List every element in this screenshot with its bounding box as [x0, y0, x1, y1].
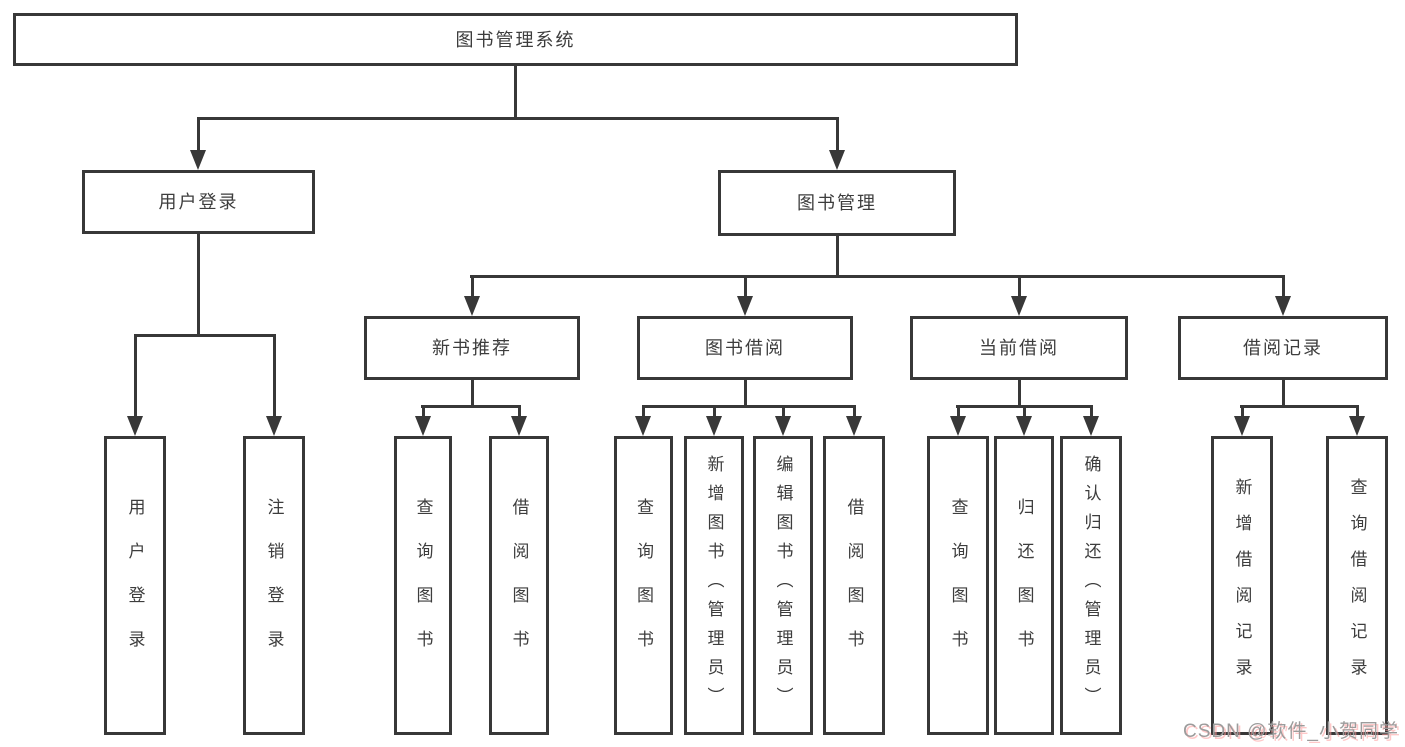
leaf-confirm-return-admin: 确认归还（管理员）: [1060, 436, 1122, 735]
connector-line: [470, 275, 1285, 278]
connector-line: [1023, 405, 1026, 418]
leaf-query-books-current-label: 查询图书: [948, 497, 968, 674]
arrow-down-icon: [511, 416, 527, 436]
arrow-down-icon: [127, 416, 143, 436]
arrow-down-icon: [706, 416, 722, 436]
leaf-borrow-books-recommend: 借阅图书: [489, 436, 549, 735]
leaf-user-login: 用户登录: [104, 436, 166, 735]
connector-line: [957, 405, 960, 418]
csdn-watermark: CSDN @软件_小贺同学: [1183, 721, 1399, 742]
leaf-add-books-admin: 新增图书（管理员）: [684, 436, 744, 735]
leaf-confirm-return-admin-label: 确认归还（管理员）: [1081, 455, 1101, 716]
arrow-down-icon: [1275, 296, 1291, 316]
connector-line: [744, 378, 747, 408]
connector-line: [642, 405, 856, 408]
node-new-book-recommend: 新书推荐: [364, 316, 580, 380]
connector-line: [1240, 405, 1359, 408]
connector-line: [197, 232, 200, 337]
leaf-logout-label: 注销登录: [264, 497, 284, 674]
node-new-book-recommend-label: 新书推荐: [432, 338, 512, 358]
leaf-query-borrow-record: 查询借阅记录: [1326, 436, 1388, 735]
connector-line: [197, 117, 839, 120]
connector-line: [1282, 378, 1285, 408]
arrow-down-icon: [266, 416, 282, 436]
arrow-down-icon: [775, 416, 791, 436]
arrow-down-icon: [1016, 416, 1032, 436]
node-root: 图书管理系统: [13, 13, 1018, 66]
connector-line: [1018, 275, 1021, 298]
connector-line: [836, 234, 839, 278]
leaf-query-books-recommend: 查询图书: [394, 436, 452, 735]
connector-line: [471, 378, 474, 408]
leaf-logout: 注销登录: [243, 436, 305, 735]
connector-line: [134, 334, 137, 418]
connector-line: [744, 275, 747, 298]
node-user-login: 用户登录: [82, 170, 315, 234]
leaf-edit-books-admin-label: 编辑图书（管理员）: [773, 455, 793, 716]
leaf-query-books-current: 查询图书: [927, 436, 989, 735]
connector-line: [1241, 405, 1244, 418]
node-current-borrowing-label: 当前借阅: [979, 338, 1059, 358]
connector-line: [836, 117, 839, 152]
leaf-query-borrow-record-label: 查询借阅记录: [1347, 477, 1367, 694]
arrow-down-icon: [1234, 416, 1250, 436]
connector-line: [642, 405, 645, 418]
connector-line: [782, 405, 785, 418]
connector-line: [853, 405, 856, 418]
connector-line: [273, 334, 276, 418]
node-root-label: 图书管理系统: [455, 29, 576, 50]
arrow-down-icon: [415, 416, 431, 436]
leaf-add-books-admin-label: 新增图书（管理员）: [704, 455, 724, 716]
arrow-down-icon: [950, 416, 966, 436]
connector-line: [422, 405, 425, 418]
arrow-down-icon: [737, 296, 753, 316]
leaf-query-books-borrowing-label: 查询图书: [634, 497, 653, 674]
leaf-query-books-recommend-label: 查询图书: [413, 497, 433, 674]
connector-line: [1356, 405, 1359, 418]
leaf-user-login-label: 用户登录: [125, 497, 145, 674]
arrow-down-icon: [190, 150, 206, 170]
connector-line: [471, 275, 474, 298]
connector-line: [514, 64, 517, 120]
leaf-add-borrow-record: 新增借阅记录: [1211, 436, 1273, 735]
node-book-management: 图书管理: [718, 170, 956, 236]
node-current-borrowing: 当前借阅: [910, 316, 1128, 380]
leaf-return-books-label: 归还图书: [1014, 497, 1034, 674]
leaf-query-books-borrowing: 查询图书: [614, 436, 673, 735]
arrow-down-icon: [635, 416, 651, 436]
node-book-management-label: 图书管理: [797, 193, 877, 213]
node-borrowing-records: 借阅记录: [1178, 316, 1388, 380]
arrow-down-icon: [829, 150, 845, 170]
arrow-down-icon: [1083, 416, 1099, 436]
leaf-return-books: 归还图书: [994, 436, 1054, 735]
node-user-login-label: 用户登录: [158, 192, 239, 212]
node-book-borrowing-label: 图书借阅: [705, 338, 785, 358]
connector-line: [1282, 275, 1285, 298]
arrow-down-icon: [1349, 416, 1365, 436]
arrow-down-icon: [464, 296, 480, 316]
connector-line: [518, 405, 521, 418]
arrow-down-icon: [846, 416, 862, 436]
connector-line: [197, 117, 200, 152]
connector-line: [1018, 378, 1021, 408]
connector-line: [1090, 405, 1093, 418]
arrow-down-icon: [1011, 296, 1027, 316]
leaf-borrow-books-recommend-label: 借阅图书: [509, 497, 529, 674]
connector-line: [713, 405, 716, 418]
node-book-borrowing: 图书借阅: [637, 316, 853, 380]
leaf-edit-books-admin: 编辑图书（管理员）: [753, 436, 813, 735]
connector-line: [134, 334, 276, 337]
leaf-borrow-books-label: 借阅图书: [844, 497, 864, 674]
leaf-add-borrow-record-label: 新增借阅记录: [1232, 477, 1252, 694]
leaf-borrow-books: 借阅图书: [823, 436, 885, 735]
node-borrowing-records-label: 借阅记录: [1243, 338, 1323, 358]
